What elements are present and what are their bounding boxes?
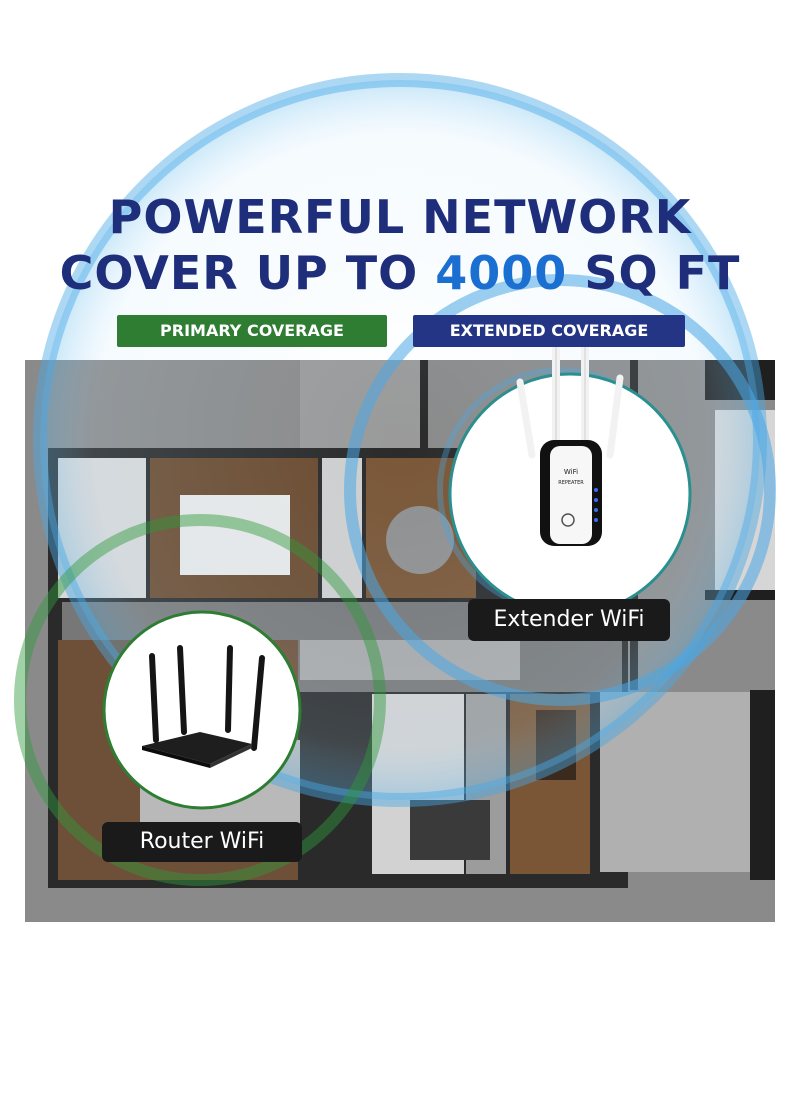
extender-device: WiFi REPEATER: [448, 326, 692, 616]
headline-number: 4000: [435, 246, 568, 300]
headline-line-1: POWERFUL NETWORK: [108, 190, 692, 244]
primary-coverage-badge: PRIMARY COVERAGE: [117, 315, 387, 347]
router-device: [102, 610, 302, 810]
extended-coverage-badge: EXTENDED COVERAGE: [413, 315, 685, 347]
svg-text:WiFi: WiFi: [564, 468, 578, 476]
router-label: Router WiFi: [102, 822, 302, 862]
extender-label: Extender WiFi: [468, 599, 670, 641]
headline-suffix: SQ FT: [584, 246, 741, 300]
headline-prefix: COVER UP TO: [59, 246, 419, 300]
headline-line-2: COVER UP TO 4000 SQ FT: [0, 250, 800, 296]
svg-text:REPEATER: REPEATER: [558, 480, 584, 486]
